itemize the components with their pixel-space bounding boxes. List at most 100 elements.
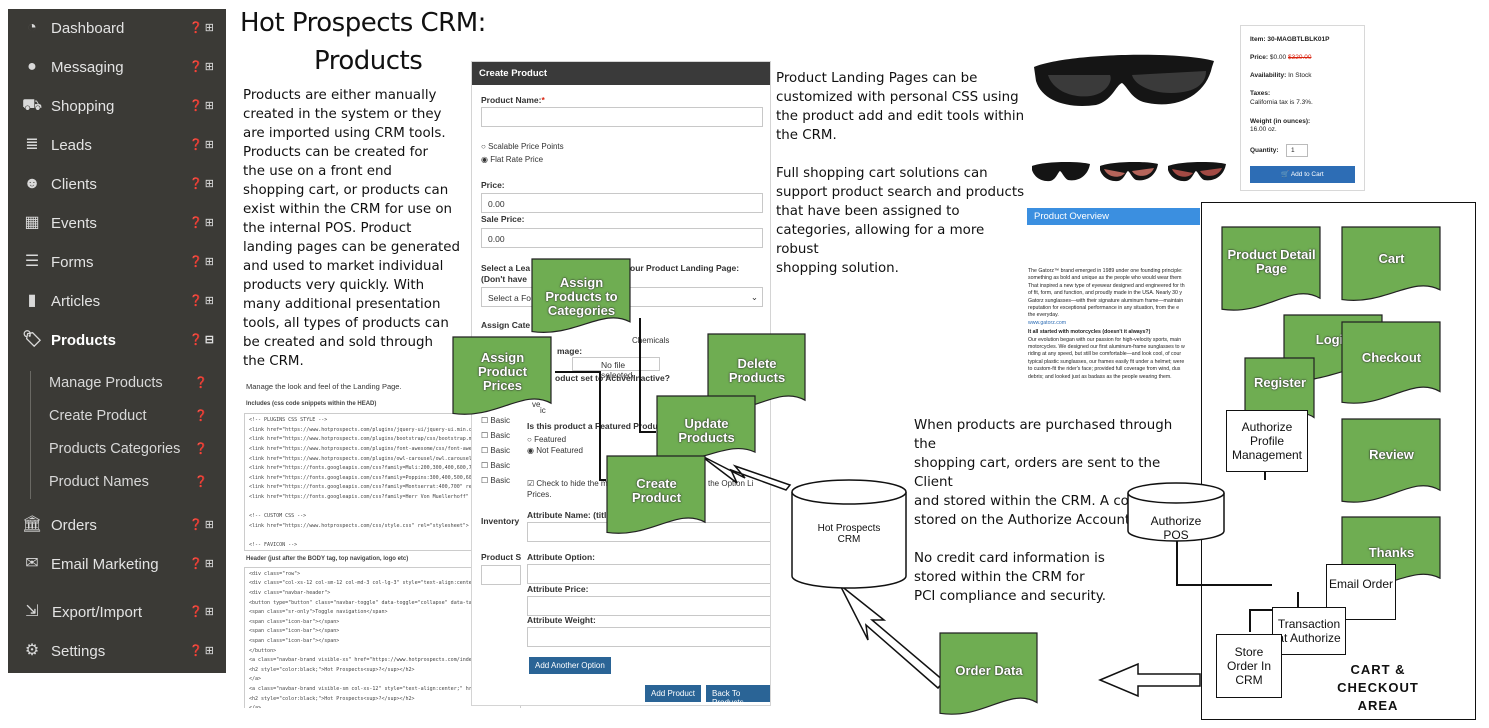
authorize-profile-box: Authorize Profile Management bbox=[1226, 410, 1308, 472]
hide-option-checkbox[interactable]: ☑ Check to hide the m bbox=[527, 479, 608, 488]
sidebar-item-label: Events bbox=[51, 215, 97, 232]
landing-page-label-b: our Product Landing Page: bbox=[630, 263, 740, 273]
help-expand-icons[interactable]: ❓⊞ bbox=[189, 217, 216, 229]
crm-database-label: Hot Prospects CRM bbox=[817, 523, 881, 545]
sidebar-item-shopping[interactable]: ⛟ Shopping ❓⊞ bbox=[8, 87, 226, 126]
add-product-button[interactable]: Add Product bbox=[645, 685, 702, 702]
help-icon[interactable]: ❓ bbox=[194, 377, 208, 389]
code-body-textarea[interactable]: <div class="row"> <div class="col-xs-12 … bbox=[244, 566, 521, 708]
help-expand-icons[interactable]: ❓⊞ bbox=[189, 645, 216, 657]
help-expand-icons[interactable]: ❓⊞ bbox=[189, 295, 216, 307]
help-collapse-icons[interactable]: ❓⊟ bbox=[189, 334, 216, 346]
product-name-input[interactable] bbox=[481, 107, 763, 127]
submenu-products-categories[interactable]: Products Categories ❓ bbox=[8, 433, 226, 466]
sunglasses-thumb-black bbox=[1032, 161, 1090, 182]
sidebar-item-label: Orders bbox=[51, 517, 97, 534]
code-line: <link href="https://fonts.googleapis.com… bbox=[249, 484, 511, 491]
flat-rate-radio[interactable]: ◉ Flat Rate Price bbox=[481, 155, 544, 164]
add-another-option-button[interactable]: Add Another Option bbox=[529, 657, 611, 674]
cart-icon: ⛟ bbox=[22, 97, 43, 114]
scalable-price-radio[interactable]: ○ Scalable Price Points bbox=[481, 142, 564, 151]
sidebar-item-products[interactable]: 🏷 Products ❓⊟ bbox=[8, 321, 226, 360]
authorize-pos-label: Authorize POS bbox=[1150, 514, 1202, 542]
create-product-doc: Create Product bbox=[606, 455, 707, 537]
help-icon[interactable]: ❓ bbox=[194, 476, 208, 488]
help-expand-icons[interactable]: ❓⊞ bbox=[189, 558, 216, 570]
ic-text: ic bbox=[540, 406, 546, 415]
sidebar-item-clients[interactable]: ☻ Clients ❓⊞ bbox=[8, 165, 226, 204]
help-expand-icons[interactable]: ❓⊞ bbox=[189, 256, 216, 268]
add-to-cart-button[interactable]: 🛒 Add to Cart bbox=[1250, 166, 1355, 183]
help-icon[interactable]: ❓ bbox=[194, 443, 208, 455]
sidebar-item-messaging[interactable]: ● Messaging ❓⊞ bbox=[8, 48, 226, 87]
basic-checkbox-1[interactable]: ☐ Basic bbox=[481, 416, 510, 425]
back-to-products-button[interactable]: Back To Products bbox=[706, 685, 770, 705]
taxes-value: California tax is 7.3%. bbox=[1250, 99, 1313, 106]
attribute-price-input[interactable] bbox=[527, 596, 770, 616]
submenu-create-product[interactable]: Create Product ❓ bbox=[8, 400, 226, 433]
sidebar-item-label: Clients bbox=[51, 176, 97, 193]
price-input[interactable]: 0.00 bbox=[481, 193, 763, 213]
active-option[interactable]: ve bbox=[532, 400, 541, 409]
sidebar-item-dashboard[interactable]: ◔ Dashboard ❓⊞ bbox=[8, 9, 226, 48]
help-expand-icons[interactable]: ❓⊞ bbox=[189, 22, 216, 34]
featured-radio[interactable]: ○ Featured bbox=[527, 435, 567, 444]
help-expand-icons[interactable]: ❓⊞ bbox=[189, 61, 216, 73]
submenu-product-names[interactable]: Product Names ❓ bbox=[8, 466, 226, 499]
envelope-icon: ✉ bbox=[25, 555, 39, 572]
submenu-label: Products Categories bbox=[49, 441, 181, 457]
code-line: </a> bbox=[249, 704, 516, 708]
sidebar-item-export-import[interactable]: ⇲ Export/Import ❓⊞ bbox=[8, 593, 226, 632]
code-head-label: Includes (css code snippets within the H… bbox=[246, 400, 377, 407]
taxes-label: Taxes: bbox=[1250, 90, 1271, 97]
sidebar-item-leads[interactable]: ≣ Leads ❓⊞ bbox=[8, 126, 226, 165]
attribute-weight-input[interactable] bbox=[527, 627, 770, 647]
submenu-label: Product Names bbox=[49, 474, 149, 490]
sale-price-input[interactable]: 0.00 bbox=[481, 228, 763, 248]
code-head-textarea[interactable]: <!-- PLUGINS CSS STYLE --><link href="ht… bbox=[244, 413, 521, 552]
assign-categories-label: Assign Cate bbox=[481, 320, 531, 330]
attribute-option-input[interactable] bbox=[527, 564, 770, 584]
thanks-doc-label: Thanks bbox=[1368, 545, 1415, 560]
help-expand-icons[interactable]: ❓⊞ bbox=[189, 606, 216, 618]
sidebar-item-events[interactable]: ▦ Events ❓⊞ bbox=[8, 204, 226, 243]
code-line: <link href="https://www.hotprospects.com… bbox=[249, 426, 514, 433]
not-featured-radio[interactable]: ◉ Not Featured bbox=[527, 446, 583, 455]
sidebar-item-articles[interactable]: ▮ Articles ❓⊞ bbox=[8, 282, 226, 321]
submenu-manage-products[interactable]: Manage Products ❓ bbox=[8, 367, 226, 400]
sidebar-item-email-marketing[interactable]: ✉ Email Marketing ❓⊞ bbox=[8, 545, 226, 584]
sidebar-item-forms[interactable]: ☰ Forms ❓⊞ bbox=[8, 243, 226, 282]
code-line: <h2 style="color:black;">Hot Prospects<s… bbox=[249, 666, 415, 673]
product-s-label: Product S bbox=[481, 552, 522, 562]
code-line: <link href="https://fonts.googleapis.com… bbox=[249, 493, 514, 500]
help-expand-icons[interactable]: ❓⊞ bbox=[189, 519, 216, 531]
overview-line: reputation for exceptional performance i… bbox=[1028, 305, 1180, 312]
price-label: Price: bbox=[481, 180, 505, 190]
review-doc-label: Review bbox=[1369, 447, 1414, 462]
landing-pages-text: Product Landing Pages can be customized … bbox=[776, 71, 1025, 276]
basic-checkbox-5[interactable]: ☐ Basic bbox=[481, 476, 510, 485]
help-expand-icons[interactable]: ❓⊞ bbox=[189, 100, 216, 112]
basic-checkbox-3[interactable]: ☐ Basic bbox=[481, 446, 510, 455]
category-chemicals[interactable]: Chemicals bbox=[632, 336, 670, 345]
code-line: </button> bbox=[249, 647, 277, 654]
sidebar-item-label: Export/Import bbox=[52, 604, 143, 621]
help-icon[interactable]: ❓ bbox=[194, 410, 208, 422]
sidebar-item-orders[interactable]: 🏛 Orders ❓⊞ bbox=[8, 506, 226, 545]
product-overview-text: The Gatorz™ brand emerged in 1989 under … bbox=[1028, 268, 1200, 408]
quantity-input[interactable]: 1 bbox=[1286, 144, 1308, 157]
basic-checkbox-2[interactable]: ☐ Basic bbox=[481, 431, 510, 440]
sidebar: ◔ Dashboard ❓⊞ ● Messaging ❓⊞ ⛟ Shopping… bbox=[8, 9, 226, 673]
help-expand-icons[interactable]: ❓⊞ bbox=[189, 139, 216, 151]
image-file-input[interactable]: No file selected. bbox=[572, 357, 660, 380]
transaction-box: Transaction at Authorize bbox=[1272, 607, 1346, 655]
weight-label: Weight (in ounces): bbox=[1250, 118, 1311, 125]
page-title: Hot Prospects CRM: bbox=[240, 8, 486, 38]
product-s-input[interactable] bbox=[481, 565, 521, 585]
overview-line: to custom-fit the rider's face; provided… bbox=[1028, 366, 1181, 373]
landing-page-label-c: (Don't have bbox=[481, 274, 527, 284]
help-expand-icons[interactable]: ❓⊞ bbox=[189, 178, 216, 190]
sidebar-item-label: Forms bbox=[51, 254, 94, 271]
basic-checkbox-4[interactable]: ☐ Basic bbox=[481, 461, 510, 470]
sidebar-item-settings[interactable]: ⚙ Settings ❓⊞ bbox=[8, 632, 226, 671]
